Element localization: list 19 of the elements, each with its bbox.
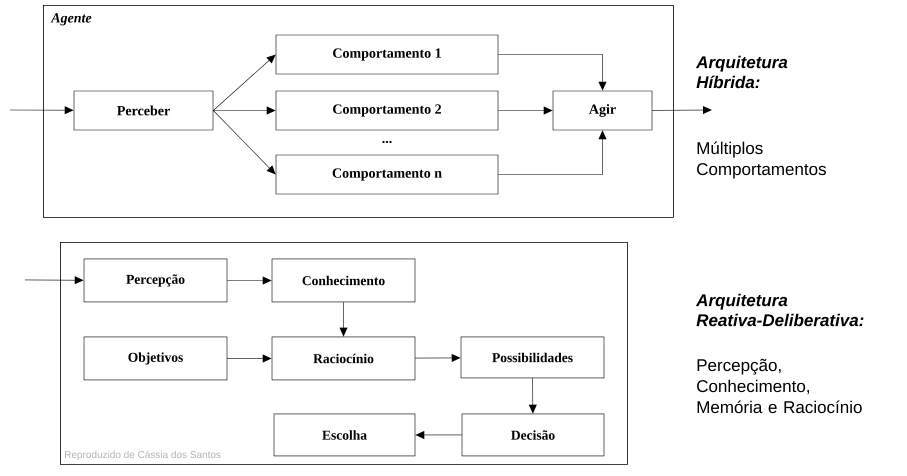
ellipsis: ...	[382, 140, 392, 144]
process-box: Possibilidades	[460, 336, 604, 378]
process-box: Comportamento n	[276, 154, 498, 194]
process-box: Comportamento 1	[276, 34, 498, 74]
process-box: Comportamento 2	[276, 90, 498, 130]
description-text: Percepção, Conhecimento, Memória e Raciocínio	[697, 358, 862, 414]
process-box: Percepção	[84, 258, 228, 302]
heading-text: Arquitetura Híbrida:	[696, 56, 788, 88]
process-box: Raciocínio	[272, 336, 416, 380]
heading-text: Arquitetura Reativa-Deliberativa:	[696, 294, 864, 326]
process-box: Escolha	[274, 414, 416, 456]
description-text: Múltiplos Comportamentos	[697, 141, 826, 178]
process-box: Conhecimento	[272, 258, 416, 302]
process-box: Agir	[552, 90, 652, 130]
process-box: Objetivos	[84, 336, 228, 380]
process-box: Perceber	[74, 90, 214, 130]
process-box: Decisão	[462, 414, 604, 456]
credit-text: Reproduzido de Cássia dos Santos	[65, 450, 221, 460]
frame	[60, 242, 628, 465]
